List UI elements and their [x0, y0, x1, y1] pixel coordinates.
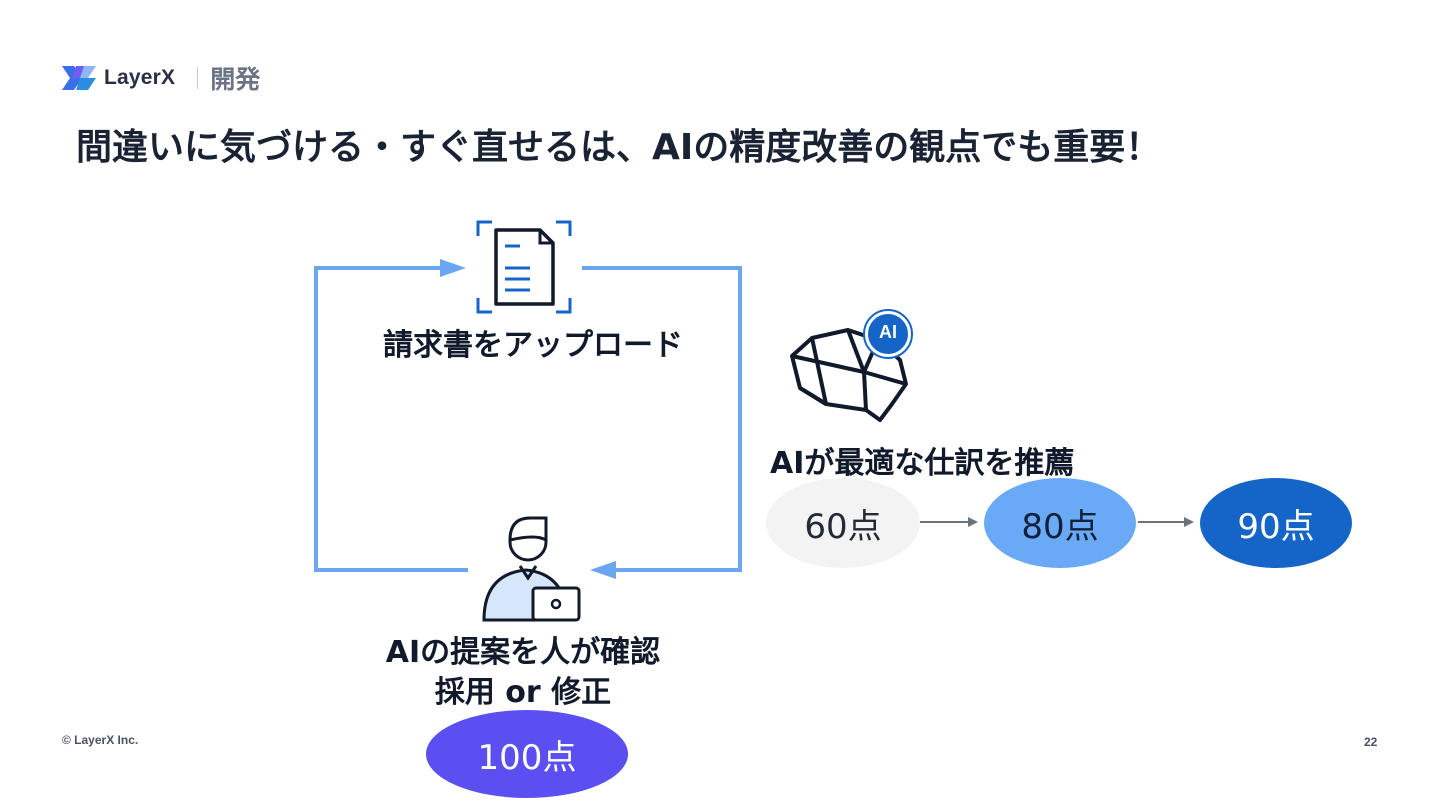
review-label-line1: AIの提案を人が確認: [385, 635, 661, 670]
ai-badge-text: AI: [879, 322, 897, 342]
section-label: 開発: [210, 65, 261, 94]
page-number: 22: [1364, 735, 1378, 749]
person-laptop-icon: [482, 516, 581, 622]
ai-brain-icon: [790, 328, 908, 422]
review-label-line2: 採用 or 修正: [434, 675, 612, 710]
footer-copyright: © LayerX Inc.: [62, 733, 139, 747]
header-divider: [197, 67, 199, 89]
brand-name: LayerX: [104, 66, 176, 89]
score-90: 90点: [1200, 478, 1352, 568]
score-arrows: [920, 517, 1194, 527]
ai-badge-circle: [864, 310, 912, 358]
final-score-badge: 100点: [426, 710, 628, 798]
layerx-logo-icon: [62, 66, 96, 90]
loop-line-left: [314, 266, 468, 572]
upload-label: 請求書をアップロード: [383, 328, 683, 363]
loop-arrow-top: [440, 259, 466, 277]
ai-recommend-label: AIが最適な仕訳を推薦: [770, 446, 1075, 481]
invoice-document-icon: [476, 220, 572, 314]
loop-arrow-bottom: [590, 561, 616, 579]
score-60: 60点: [766, 478, 920, 568]
header-logo: LayerX 開発: [62, 60, 260, 96]
score-80: 80点: [984, 478, 1136, 568]
loop-line-right: [582, 266, 742, 572]
page-title: 間違いに気づける・すぐ直せるは、AIの精度改善の観点でも重要！: [76, 127, 1162, 168]
